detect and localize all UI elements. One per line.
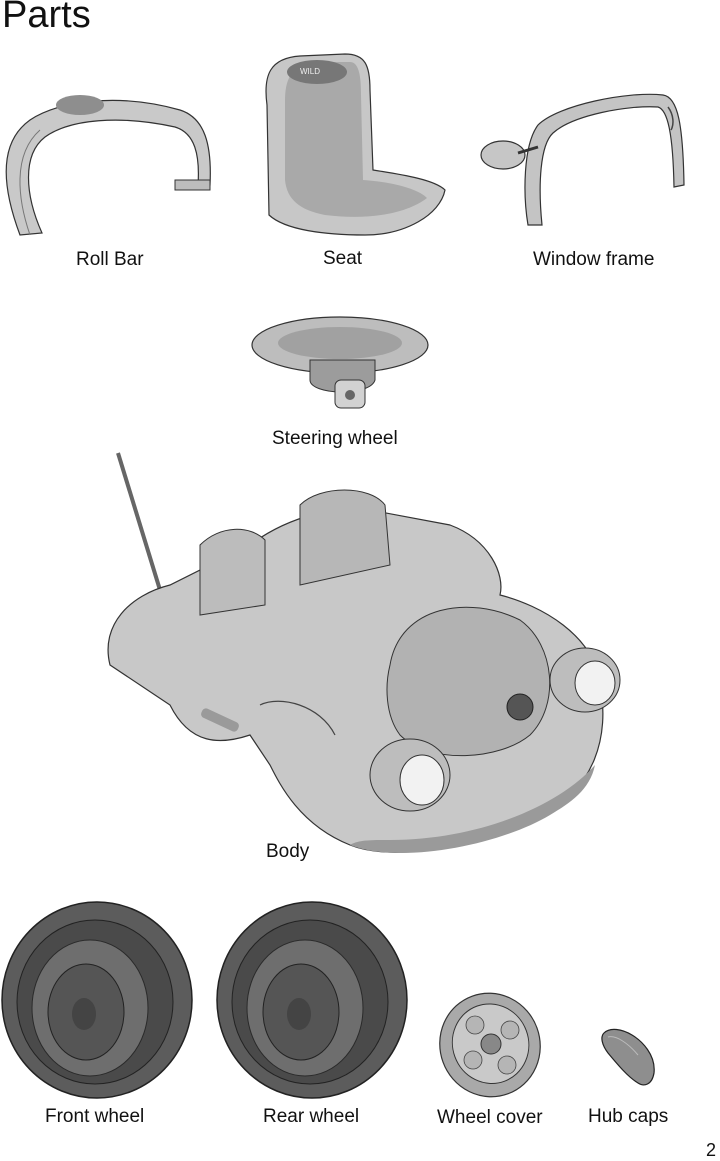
body-illustration <box>107 452 621 854</box>
window-frame-illustration <box>480 93 685 226</box>
seat-illustration: WILD <box>265 53 446 236</box>
roll-bar-label: Roll Bar <box>76 249 144 270</box>
steering-wheel-illustration <box>251 316 429 409</box>
page-number: 2 <box>705 1140 716 1160</box>
rear-wheel-illustration <box>216 901 408 1099</box>
seat-label: Seat <box>323 248 363 269</box>
page-title: Parts <box>2 0 91 36</box>
hub-caps-illustration <box>601 1028 655 1086</box>
rear-wheel-label: Rear wheel <box>263 1106 360 1127</box>
wheel-cover-illustration <box>439 992 541 1098</box>
front-wheel-illustration <box>1 901 193 1099</box>
steering-wheel-label: Steering wheel <box>272 428 398 449</box>
wheel-cover-label: Wheel cover <box>437 1107 543 1128</box>
window-frame-label: Window frame <box>533 249 655 270</box>
front-wheel-label: Front wheel <box>45 1106 145 1127</box>
body-label: Body <box>266 841 310 862</box>
hub-caps-label: Hub caps <box>588 1106 669 1127</box>
roll-bar-illustration <box>5 95 211 236</box>
svg-text:WILD: WILD <box>300 67 320 76</box>
